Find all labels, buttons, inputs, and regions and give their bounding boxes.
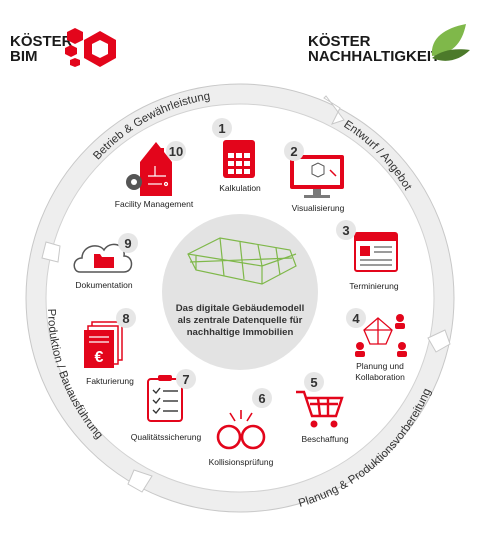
svg-text:4: 4 bbox=[352, 311, 360, 326]
red-cubes-logo-icon bbox=[65, 28, 116, 67]
step-kollisionspruefung: 6 Kollisionsprüfung bbox=[209, 388, 274, 467]
svg-text:10: 10 bbox=[169, 144, 183, 159]
step-fakturierung: € 8 Fakturierung bbox=[84, 308, 136, 386]
center-line1: Das digitale Gebäudemodell bbox=[176, 303, 304, 314]
brand-left-line1: KÖSTER bbox=[10, 33, 73, 50]
collision-rings-icon bbox=[216, 424, 266, 450]
center-line2: als zentrale Datenquelle für bbox=[178, 315, 303, 326]
step-label: Visualisierung bbox=[292, 203, 345, 213]
step-label: Dokumentation bbox=[75, 280, 132, 290]
brand-right-line1: KÖSTER bbox=[308, 33, 371, 50]
step-number-badge bbox=[212, 118, 232, 138]
step-planung-kollaboration: 4 Planung und Kollaboration bbox=[346, 308, 407, 382]
step-qualitaetssicherung: 7 Qualitätssicherung bbox=[131, 369, 202, 442]
step-label: Kalkulation bbox=[219, 183, 261, 193]
svg-text:9: 9 bbox=[124, 236, 131, 251]
center-circle bbox=[162, 214, 318, 370]
center-line3: nachhaltige Immobilien bbox=[187, 327, 294, 338]
svg-text:6: 6 bbox=[258, 391, 265, 406]
brand-left-line2: BIM bbox=[10, 48, 38, 65]
shopping-cart-icon bbox=[296, 390, 344, 418]
koester-nachhaltigkeit-brand: KÖSTER NACHHALTIGKEIT bbox=[308, 34, 440, 64]
step-kalkulation: 1 Kalkulation bbox=[212, 118, 261, 193]
step-label: Planung und bbox=[356, 361, 404, 371]
svg-text:€: € bbox=[95, 349, 104, 366]
svg-text:7: 7 bbox=[182, 372, 189, 387]
svg-text:5: 5 bbox=[310, 375, 317, 390]
step-dokumentation: 9 Dokumentation bbox=[73, 233, 138, 290]
step-beschaffung: 5 Beschaffung bbox=[296, 372, 349, 444]
green-leaves-logo-icon bbox=[431, 24, 470, 61]
collaboration-network-icon bbox=[363, 317, 393, 345]
step-label: Fakturierung bbox=[86, 376, 134, 386]
step-label-2: Kollaboration bbox=[355, 372, 405, 382]
step-visualisierung: 2 Visualisierung bbox=[284, 141, 345, 213]
step-facility-management: 10 Facility Management bbox=[115, 141, 194, 209]
step-label: Facility Management bbox=[115, 199, 194, 209]
svg-text:2: 2 bbox=[290, 144, 297, 159]
brand-right-line2: NACHHALTIGKEIT bbox=[308, 48, 441, 65]
step-terminierung: 3 Terminierung bbox=[336, 220, 399, 291]
step-label: Kollisionsprüfung bbox=[209, 457, 274, 467]
koester-bim-brand: KÖSTER BIM bbox=[10, 34, 73, 64]
step-label: Terminierung bbox=[349, 281, 398, 291]
svg-text:3: 3 bbox=[342, 223, 349, 238]
step-label: Qualitätssicherung bbox=[131, 432, 202, 442]
step-label: Beschaffung bbox=[301, 434, 348, 444]
calculator-icon bbox=[223, 140, 255, 178]
building-wireframe-icon bbox=[187, 237, 297, 285]
svg-text:8: 8 bbox=[122, 311, 129, 326]
svg-text:1: 1 bbox=[218, 121, 225, 136]
phase-separators bbox=[41, 95, 451, 493]
